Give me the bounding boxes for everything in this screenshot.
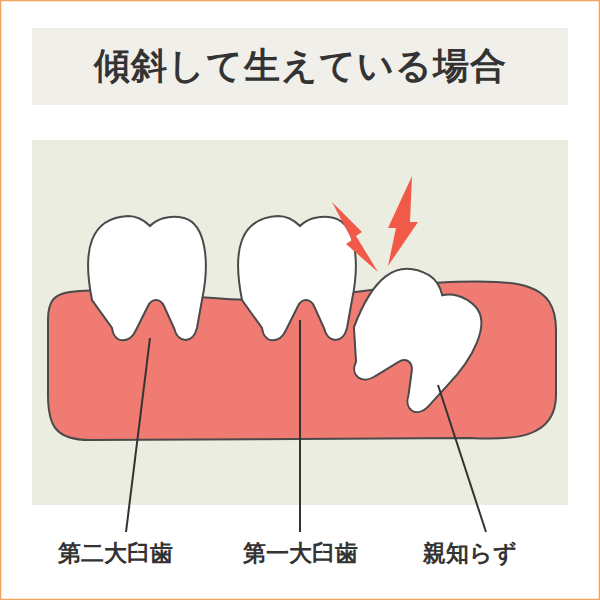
- title: 傾斜して生えている場合: [94, 42, 507, 91]
- part-label: 第一大臼歯: [243, 538, 358, 569]
- wisdom-tooth: [329, 254, 495, 422]
- part-label: 第二大臼歯: [58, 538, 173, 569]
- first-molar: [238, 216, 356, 340]
- leader-line: [299, 320, 301, 532]
- pain-bolt: [388, 176, 418, 266]
- leader-line: [438, 385, 486, 532]
- title-band: [32, 28, 568, 105]
- leader-line: [126, 338, 150, 532]
- part-label: 親知らず: [423, 538, 517, 569]
- pain-bolt: [332, 202, 378, 272]
- second-molar: [88, 216, 206, 340]
